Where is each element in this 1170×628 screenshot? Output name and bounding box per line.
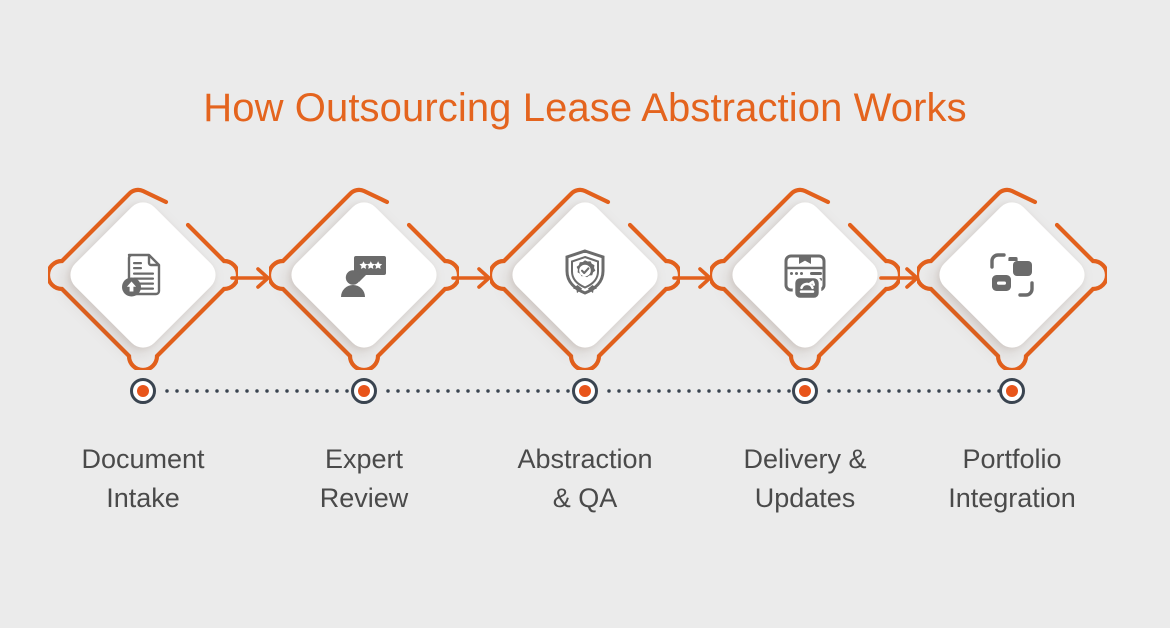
- document-upload-icon: [113, 245, 173, 305]
- diamond-outline-5: [917, 187, 1107, 370]
- step-label-2-line2: Review: [319, 483, 409, 513]
- step-label-5-line2: Integration: [948, 483, 1076, 513]
- timeline-marker-4[interactable]: [792, 378, 818, 404]
- step-node-1[interactable]: [48, 180, 238, 370]
- page-title: How Outsourcing Lease Abstraction Works: [203, 86, 967, 130]
- step-label-2: Expert Review: [254, 440, 474, 518]
- timeline: [0, 378, 1170, 414]
- arrow-right-icon-1: [230, 267, 270, 289]
- step-label-1: Document Intake: [33, 440, 253, 518]
- timeline-segment-3: [604, 389, 793, 393]
- timeline-marker-5[interactable]: [999, 378, 1025, 404]
- step-label-1-line1: Document: [81, 444, 205, 474]
- step-labels: Document Intake Expert Review Abstractio…: [0, 440, 1170, 530]
- step-label-5: Portfolio Integration: [902, 440, 1122, 518]
- shield-gear-check-badge-icon: [555, 245, 615, 305]
- timeline-segment-4: [824, 389, 1000, 393]
- step-node-2[interactable]: [269, 180, 459, 370]
- step-node-5[interactable]: [917, 180, 1107, 370]
- timeline-segment-2: [383, 389, 573, 393]
- steps-row: [0, 180, 1170, 370]
- step-label-4: Delivery & Updates: [695, 440, 915, 518]
- step-label-3-line2: & QA: [552, 483, 618, 513]
- timeline-marker-1[interactable]: [130, 378, 156, 404]
- step-label-4-line2: Updates: [754, 483, 856, 513]
- step-label-2-line1: Expert: [324, 444, 404, 474]
- step-label-3: Abstraction & QA: [475, 440, 695, 518]
- timeline-segment-1: [162, 389, 352, 393]
- step-label-3-line1: Abstraction: [517, 444, 653, 474]
- step-label-4-line1: Delivery &: [743, 444, 867, 474]
- timeline-marker-3[interactable]: [572, 378, 598, 404]
- portfolio-briefcase-integration-icon: [982, 245, 1042, 305]
- step-node-4[interactable]: [710, 180, 900, 370]
- package-refresh-icon: [775, 245, 835, 305]
- arrow-right-icon-2: [451, 267, 491, 289]
- person-review-stars-icon: [334, 245, 394, 305]
- step-label-5-line1: Portfolio: [962, 444, 1062, 474]
- arrow-right-icon-3: [672, 267, 712, 289]
- arrow-right-icon-4: [879, 267, 919, 289]
- timeline-marker-2[interactable]: [351, 378, 377, 404]
- step-label-1-line2: Intake: [106, 483, 180, 513]
- step-node-3[interactable]: [490, 180, 680, 370]
